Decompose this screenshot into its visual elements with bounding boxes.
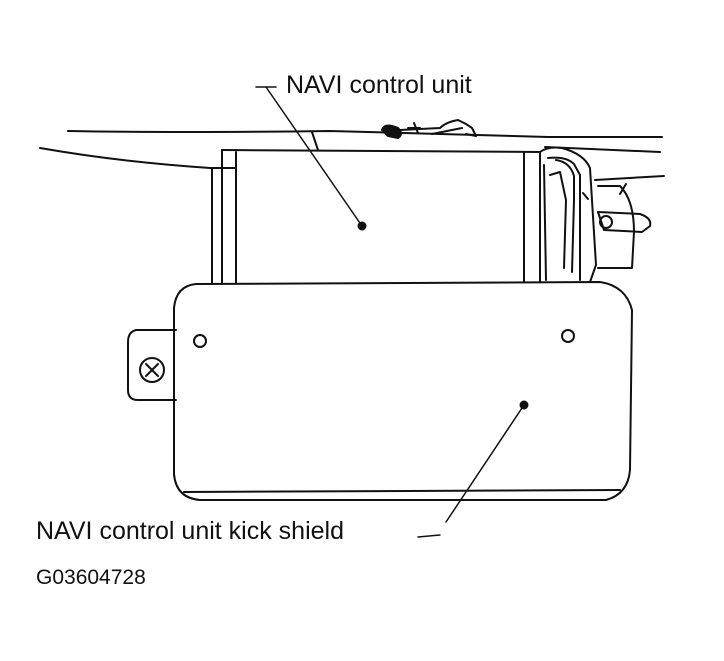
label-navi-control-unit: NAVI control unit [286,71,472,99]
shield-hole-left [193,334,207,348]
leader-lines [255,86,525,538]
figure-code: G03604728 [36,566,146,589]
leader-line-control-unit [265,86,363,227]
left-mounting-tab [127,329,177,401]
mounting-bracket-right [539,146,597,283]
kick-shield-body [173,281,633,501]
leader-line-kick-shield [445,404,525,523]
label-kick-shield: NAVI control unit kick shield [36,517,344,545]
dashboard-outline [39,130,665,284]
wire-harness-connector [381,119,477,139]
shield-hole-right [561,329,575,343]
screw-icon [139,357,165,383]
side-connector [597,183,652,269]
navi-control-unit-body [221,149,541,284]
